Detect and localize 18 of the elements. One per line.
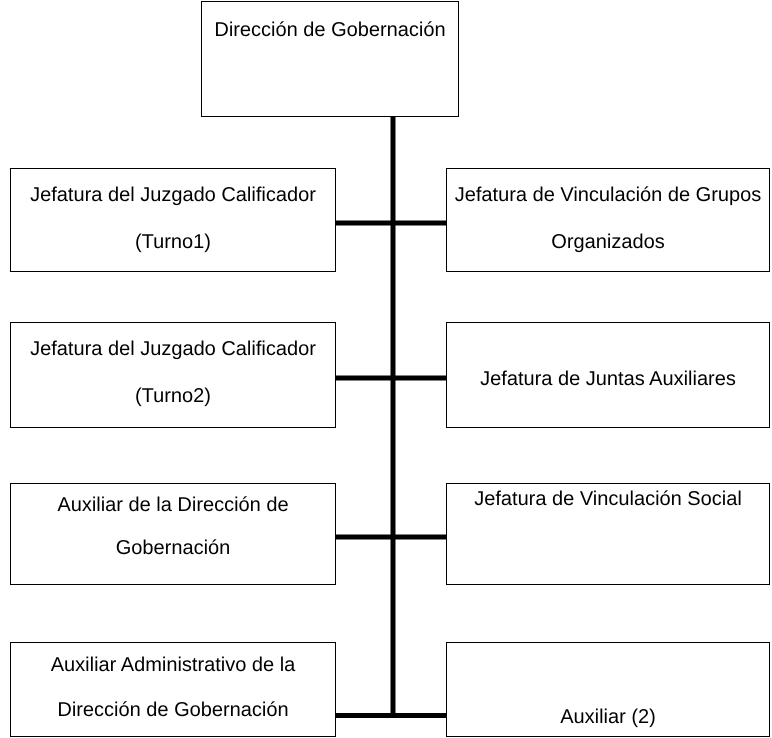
box-title: Jefatura de Juntas Auxiliares <box>479 367 737 392</box>
org-box <box>10 483 336 585</box>
box-title: Auxiliar de la Dirección de Gobernación <box>56 493 290 561</box>
org-box <box>10 168 336 272</box>
org-box <box>10 322 336 428</box>
org-box <box>446 168 770 272</box>
box-title: Auxiliar (2) <box>559 705 657 730</box>
box-title: Auxiliar Administrativo de la Dirección de Gobernación <box>50 653 296 723</box>
org-box <box>446 642 770 737</box>
org-box <box>446 322 770 428</box>
box-title: Jefatura del Juzgado Calificador (Turno2) <box>29 337 317 409</box>
box-title: Jefatura de Vinculación de Grupos Organizados <box>454 183 762 255</box>
org-box <box>201 1 459 117</box>
box-title: Jefatura del Juzgado Calificador (Turno1) <box>29 183 317 255</box>
box-title: Dirección de Gobernación <box>213 18 447 43</box>
org-box <box>446 483 770 585</box>
box-title: Jefatura de Vinculación Social <box>473 487 743 512</box>
org-box <box>10 642 336 737</box>
